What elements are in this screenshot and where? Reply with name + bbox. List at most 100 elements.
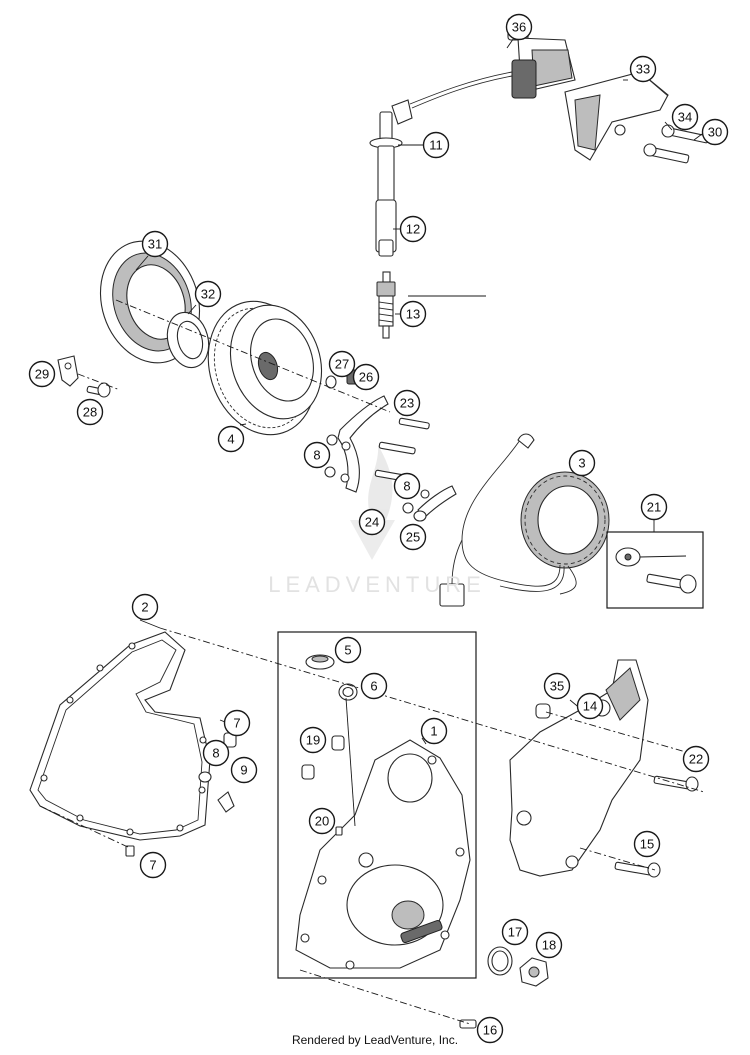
- svg-text:6: 6: [370, 679, 377, 694]
- callout-16[interactable]: 16: [476, 1016, 504, 1044]
- cable-clip: [57, 355, 79, 387]
- svg-text:28: 28: [83, 405, 97, 420]
- svg-text:32: 32: [201, 287, 215, 302]
- callout-18[interactable]: 18: [535, 931, 563, 959]
- callout-33[interactable]: 33: [629, 55, 657, 83]
- callout-2[interactable]: 2: [131, 593, 159, 621]
- callout-24[interactable]: 24: [358, 508, 386, 536]
- callout-4[interactable]: 4: [217, 425, 245, 453]
- timing-chain-rail: [337, 395, 389, 493]
- svg-text:31: 31: [148, 237, 162, 252]
- callout-31[interactable]: 31: [141, 230, 169, 258]
- svg-text:21: 21: [647, 500, 661, 515]
- svg-text:8: 8: [313, 448, 320, 463]
- ignition-cover: [295, 739, 471, 970]
- small-pin: [335, 826, 343, 836]
- svg-text:13: 13: [406, 307, 420, 322]
- callout-11[interactable]: 11: [422, 131, 450, 159]
- cover-bolts: [614, 775, 699, 878]
- callout-35[interactable]: 35: [543, 672, 571, 700]
- stator: [520, 471, 610, 569]
- svg-text:8: 8: [403, 479, 410, 494]
- ignition-coil: [409, 17, 576, 109]
- svg-text:18: 18: [542, 938, 556, 953]
- svg-text:25: 25: [406, 530, 420, 545]
- svg-text:3: 3: [578, 456, 585, 471]
- plug-connector: [378, 239, 394, 257]
- svg-text:22: 22: [689, 752, 703, 767]
- svg-text:33: 33: [636, 62, 650, 77]
- watermark-text: LEADVENTURE: [268, 572, 486, 597]
- svg-text:2: 2: [141, 600, 148, 615]
- tensioner-rail: [413, 485, 457, 522]
- coil-bracket: [564, 71, 669, 161]
- inspection-plug: [305, 654, 335, 670]
- svg-text:8: 8: [212, 746, 219, 761]
- callout-8b[interactable]: 8: [393, 472, 421, 500]
- flywheel-rotor: [207, 300, 323, 436]
- callout-12[interactable]: 12: [399, 215, 427, 243]
- callout-13[interactable]: 13: [399, 300, 427, 328]
- callout-9[interactable]: 9: [230, 756, 258, 784]
- callout-36[interactable]: 36: [505, 13, 533, 41]
- callout-8c[interactable]: 8: [202, 739, 230, 767]
- callout-30[interactable]: 30: [701, 118, 729, 146]
- seal-ring: [166, 311, 210, 369]
- callout-8a[interactable]: 8: [303, 441, 331, 469]
- callout-1[interactable]: 1: [420, 717, 448, 745]
- callout-20[interactable]: 20: [308, 807, 336, 835]
- callout-25[interactable]: 25: [399, 523, 427, 551]
- plug-o-ring: [338, 683, 358, 701]
- callout-5[interactable]: 5: [334, 636, 362, 664]
- svg-text:15: 15: [640, 837, 654, 852]
- svg-text:30: 30: [708, 125, 722, 140]
- stator-bolt-kit: [606, 531, 704, 609]
- stator-harness: [439, 433, 577, 607]
- svg-text:24: 24: [365, 515, 379, 530]
- svg-text:17: 17: [508, 925, 522, 940]
- callout-22[interactable]: 22: [682, 745, 710, 773]
- svg-text:35: 35: [550, 679, 564, 694]
- callout-14[interactable]: 14: [576, 692, 604, 720]
- callout-26[interactable]: 26: [352, 363, 380, 391]
- svg-text:7: 7: [149, 858, 156, 873]
- sprocket-cover: [509, 659, 649, 877]
- svg-text:34: 34: [678, 110, 692, 125]
- spark-plug-cap: [369, 99, 413, 253]
- callout-15[interactable]: 15: [633, 830, 661, 858]
- callout-29[interactable]: 29: [28, 360, 56, 388]
- svg-text:29: 29: [35, 367, 49, 382]
- callout-7a[interactable]: 7: [223, 709, 251, 737]
- callout-21[interactable]: 21: [640, 493, 668, 521]
- callout-32[interactable]: 32: [194, 280, 222, 308]
- callout-6[interactable]: 6: [360, 672, 388, 700]
- callout-28[interactable]: 28: [76, 398, 104, 426]
- shaft-nut: [519, 957, 549, 987]
- svg-text:5: 5: [344, 643, 351, 658]
- washer-clip: [198, 771, 235, 813]
- cover-gasket: [29, 631, 211, 841]
- callout-17[interactable]: 17: [501, 918, 529, 946]
- bracket-bolts: [614, 124, 710, 164]
- svg-text:27: 27: [335, 357, 349, 372]
- svg-text:20: 20: [315, 814, 329, 829]
- callout-3[interactable]: 3: [568, 449, 596, 477]
- clip-screw: [86, 382, 111, 398]
- svg-text:26: 26: [359, 370, 373, 385]
- gasket-bolt: [125, 845, 135, 857]
- callout-34[interactable]: 34: [671, 103, 699, 131]
- svg-text:12: 12: [406, 222, 420, 237]
- svg-text:19: 19: [306, 733, 320, 748]
- svg-text:14: 14: [583, 699, 597, 714]
- svg-text:9: 9: [240, 763, 247, 778]
- spark-plug: [376, 271, 396, 339]
- svg-text:7: 7: [233, 716, 240, 731]
- callout-19[interactable]: 19: [299, 726, 327, 754]
- callout-7b[interactable]: 7: [139, 851, 167, 879]
- svg-text:16: 16: [483, 1023, 497, 1038]
- callout-27[interactable]: 27: [328, 350, 356, 378]
- svg-text:4: 4: [227, 432, 234, 447]
- callout-23[interactable]: 23: [393, 389, 421, 417]
